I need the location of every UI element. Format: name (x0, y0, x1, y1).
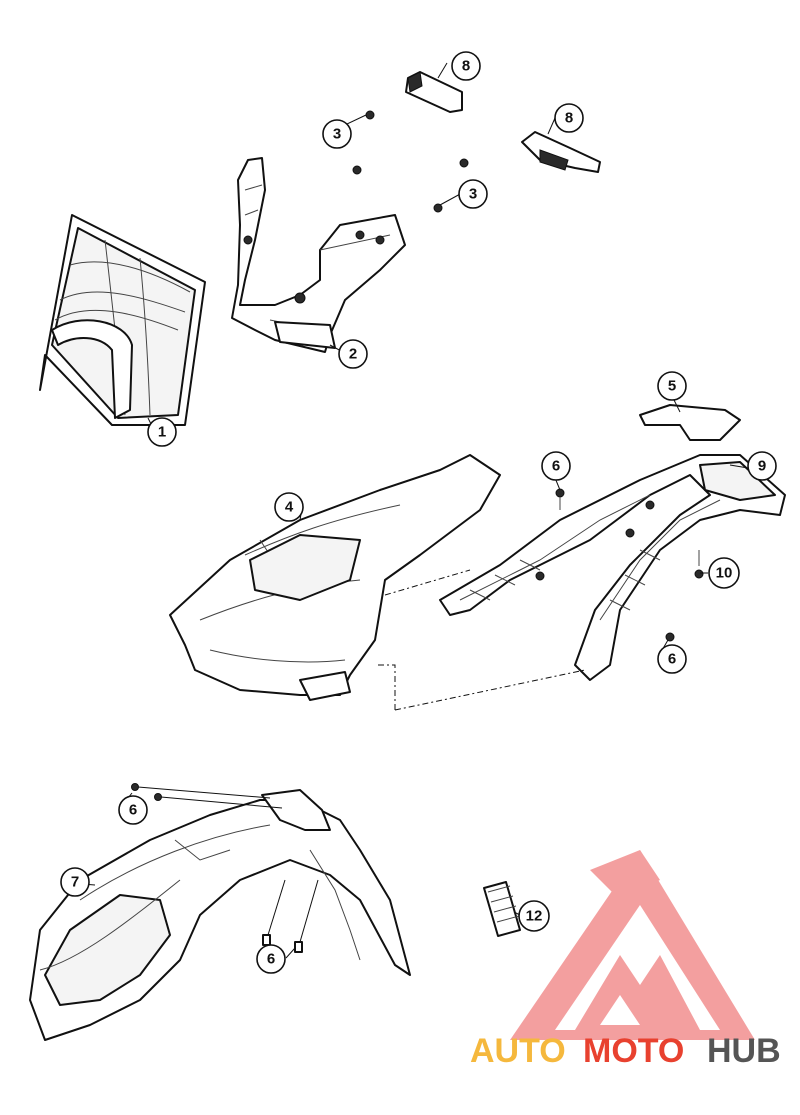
callout-2: 2 (338, 339, 368, 369)
watermark-logo (510, 850, 755, 1040)
strap-8-upper (405, 71, 463, 113)
svg-text:3: 3 (469, 186, 477, 203)
callout-4: 4 (274, 492, 304, 522)
subframe (439, 454, 786, 681)
rear-fender (169, 454, 501, 701)
headlight-bracket (231, 157, 406, 353)
callout-8-upper: 8 (451, 51, 481, 81)
assembly-leaders (375, 569, 586, 711)
svg-text:7: 7 (71, 874, 79, 891)
screw-group-3 (352, 110, 469, 213)
svg-text:10: 10 (716, 565, 733, 582)
callout-6-fender-bottom: 6 (256, 944, 286, 974)
callout-6-subframe-bottom: 6 (657, 644, 687, 674)
callout-12: 12 (518, 900, 550, 932)
bolt-group-6-10 (535, 488, 704, 642)
svg-text:HUB: HUB (707, 1032, 781, 1070)
reflector (483, 881, 521, 937)
svg-text:4: 4 (285, 499, 294, 516)
callout-6-fender-top: 6 (118, 795, 148, 825)
headlight-mask (39, 214, 206, 426)
callout-10: 10 (708, 557, 740, 589)
svg-text:6: 6 (668, 651, 676, 668)
svg-text:12: 12 (526, 908, 543, 925)
callout-6-subframe-top: 6 (541, 451, 571, 481)
svg-text:3: 3 (333, 126, 341, 143)
svg-text:8: 8 (462, 58, 470, 75)
svg-text:6: 6 (552, 458, 560, 475)
callout-3-upper: 3 (322, 119, 352, 149)
strap-8-lower (521, 131, 601, 173)
bolt-group-front-fender (131, 783, 319, 953)
callout-1: 1 (147, 417, 177, 447)
svg-text:MOTO: MOTO (583, 1032, 684, 1070)
svg-text:9: 9 (758, 458, 766, 475)
svg-text:6: 6 (129, 802, 137, 819)
callout-3-lower: 3 (458, 179, 488, 209)
callout-5: 5 (657, 371, 687, 401)
callout-9: 9 (747, 451, 777, 481)
svg-text:8: 8 (565, 110, 573, 127)
front-fender (29, 789, 411, 1041)
bracket-5 (639, 404, 741, 441)
svg-text:6: 6 (267, 951, 275, 968)
svg-text:AUTO: AUTO (470, 1032, 566, 1070)
svg-text:2: 2 (349, 346, 357, 363)
watermark-text: AUTO MOTO HUB (470, 1032, 781, 1070)
callout-8-lower: 8 (554, 103, 584, 133)
svg-text:1: 1 (158, 424, 166, 441)
callout-7: 7 (60, 867, 90, 897)
svg-text:5: 5 (668, 378, 676, 395)
